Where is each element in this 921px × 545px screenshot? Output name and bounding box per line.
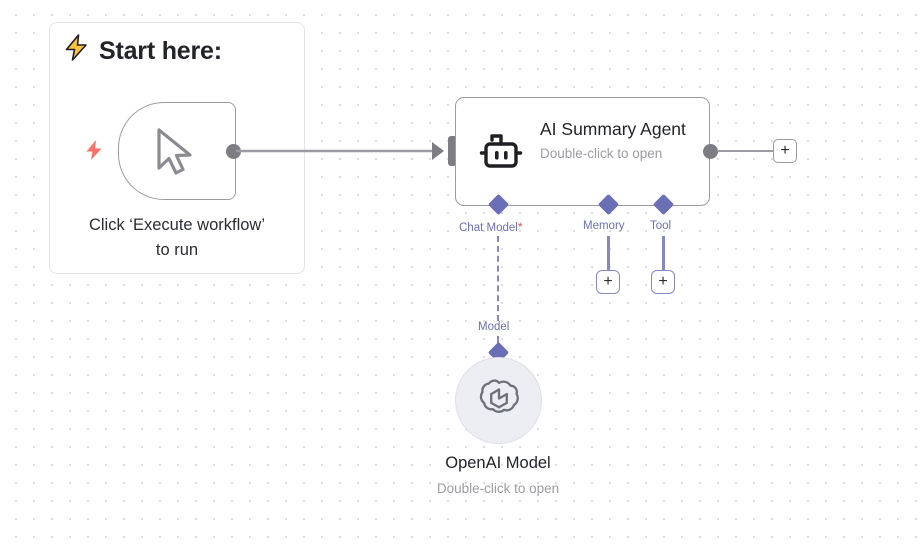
connection-trigger-to-agent[interactable] [236, 138, 446, 169]
connection-memory-line [607, 236, 610, 272]
connection-tool-line [662, 236, 665, 272]
agent-text-block: AI Summary Agent Double-click to open [540, 118, 699, 161]
openai-logo-icon [479, 378, 519, 423]
connection-model-dashed [497, 336, 499, 346]
sticky-note-title-text: Start here: [99, 36, 222, 65]
manual-trigger-node[interactable] [118, 102, 236, 200]
trigger-caption-line2: to run [155, 241, 199, 259]
plus-icon: + [658, 273, 668, 290]
openai-node-subtitle: Double-click to open [436, 481, 560, 496]
add-tool-button[interactable]: + [651, 270, 675, 294]
trigger-caption-line1: Click ‘Execute workflow’ [88, 216, 266, 234]
agent-output-connector[interactable] [703, 144, 718, 159]
connection-chat-model-dashed[interactable] [497, 236, 499, 321]
cursor-pointer-icon [155, 127, 201, 184]
port-label-memory: Memory [583, 220, 625, 232]
robot-icon [479, 129, 523, 176]
openai-model-node[interactable] [455, 357, 542, 444]
trigger-output-connector[interactable] [226, 144, 241, 159]
plus-icon: + [603, 273, 613, 290]
agent-title: AI Summary Agent [540, 119, 686, 139]
add-memory-button[interactable]: + [596, 270, 620, 294]
lightning-bolt-icon [63, 33, 90, 69]
ai-agent-node[interactable]: AI Summary Agent Double-click to open [455, 97, 710, 206]
required-marker: * [517, 220, 523, 234]
agent-subtitle: Double-click to open [540, 146, 663, 161]
openai-node-title: OpenAI Model [445, 454, 551, 472]
agent-input-port-icon[interactable] [437, 136, 459, 171]
sticky-note-title: Start here: [63, 33, 222, 69]
trigger-lightning-bolt-icon [84, 139, 104, 166]
trigger-caption: Click ‘Execute workflow’ to run [52, 213, 302, 263]
port-label-chat-model: Chat Model* [459, 220, 523, 234]
plus-icon: + [780, 142, 790, 159]
agent-output-stub-line [717, 150, 774, 152]
port-label-tool: Tool [650, 220, 672, 232]
add-node-button[interactable]: + [773, 139, 797, 163]
port-label-model: Model [478, 321, 510, 333]
